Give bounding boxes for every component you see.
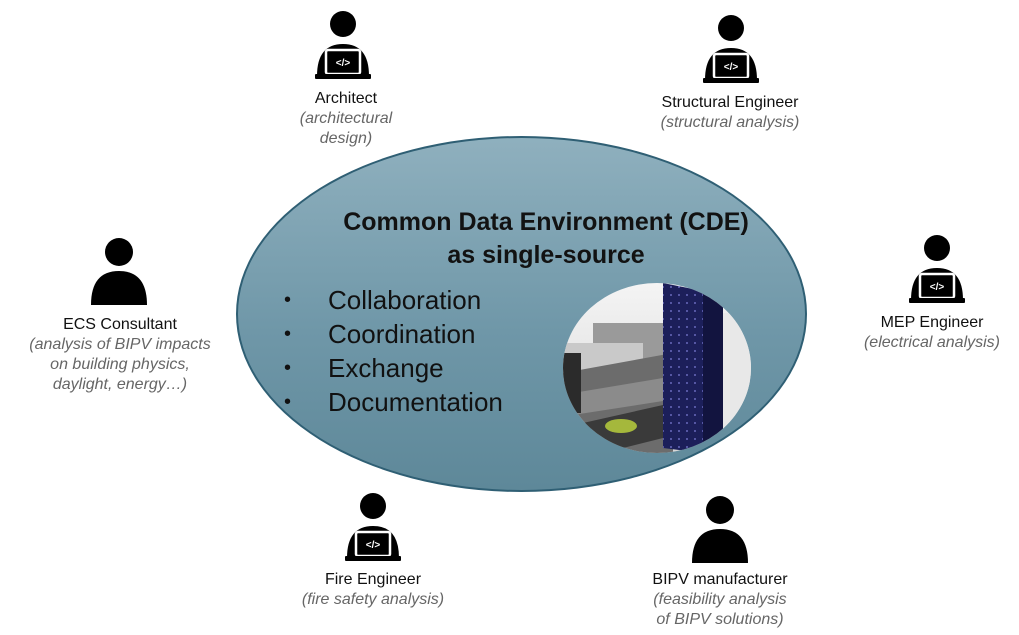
- role-description: design): [319, 130, 373, 147]
- role-description: daylight, energy…): [52, 376, 188, 393]
- role-fire-engineer: Fire Engineer (fire safety analysis): [273, 570, 473, 610]
- cde-title-line1: Common Data Environment (CDE): [343, 208, 749, 236]
- person-with-laptop-icon: [313, 9, 373, 81]
- person-with-laptop-icon: [907, 233, 967, 305]
- role-description: on building physics,: [50, 356, 190, 373]
- role-ecs-consultant: ECS Consultant (analysis of BIPV impacts…: [0, 315, 240, 395]
- role-description: of BIPV solutions): [656, 611, 784, 628]
- list-item: •Coordination: [284, 319, 476, 349]
- person-icon: [690, 494, 750, 566]
- list-item: •Documentation: [284, 387, 503, 417]
- role-name: Architect: [314, 90, 378, 107]
- building-render-image: [563, 283, 751, 453]
- role-description: (feasibility analysis: [653, 591, 787, 608]
- role-name: BIPV manufacturer: [652, 571, 788, 588]
- cde-title-line2: as single-source: [447, 241, 645, 269]
- person-icon: [89, 236, 149, 308]
- role-bipv-manufacturer: BIPV manufacturer (feasibility analysis …: [620, 570, 820, 630]
- role-name: MEP Engineer: [880, 314, 984, 331]
- role-description: (structural analysis): [660, 114, 800, 131]
- role-name: Structural Engineer: [661, 94, 799, 111]
- role-description: (architectural: [299, 110, 393, 127]
- cde-title: Common Data Environment (CDE) as single-…: [266, 206, 826, 272]
- cde-bullet-list: •Collaboration •Coordination •Exchange •…: [284, 283, 503, 419]
- list-item: •Exchange: [284, 353, 444, 383]
- role-name: Fire Engineer: [324, 571, 422, 588]
- person-with-laptop-icon: [343, 491, 403, 563]
- person-with-laptop-icon: [701, 13, 761, 85]
- role-mep-engineer: MEP Engineer (electrical analysis): [845, 313, 1019, 353]
- role-description: (electrical analysis): [863, 334, 1001, 351]
- role-structural-engineer: Structural Engineer (structural analysis…: [630, 93, 830, 133]
- list-item: •Collaboration: [284, 285, 482, 315]
- role-description: (analysis of BIPV impacts: [29, 336, 211, 353]
- role-architect: Architect (architectural design): [266, 89, 426, 149]
- role-name: ECS Consultant: [63, 316, 177, 333]
- role-description: (fire safety analysis): [301, 591, 445, 608]
